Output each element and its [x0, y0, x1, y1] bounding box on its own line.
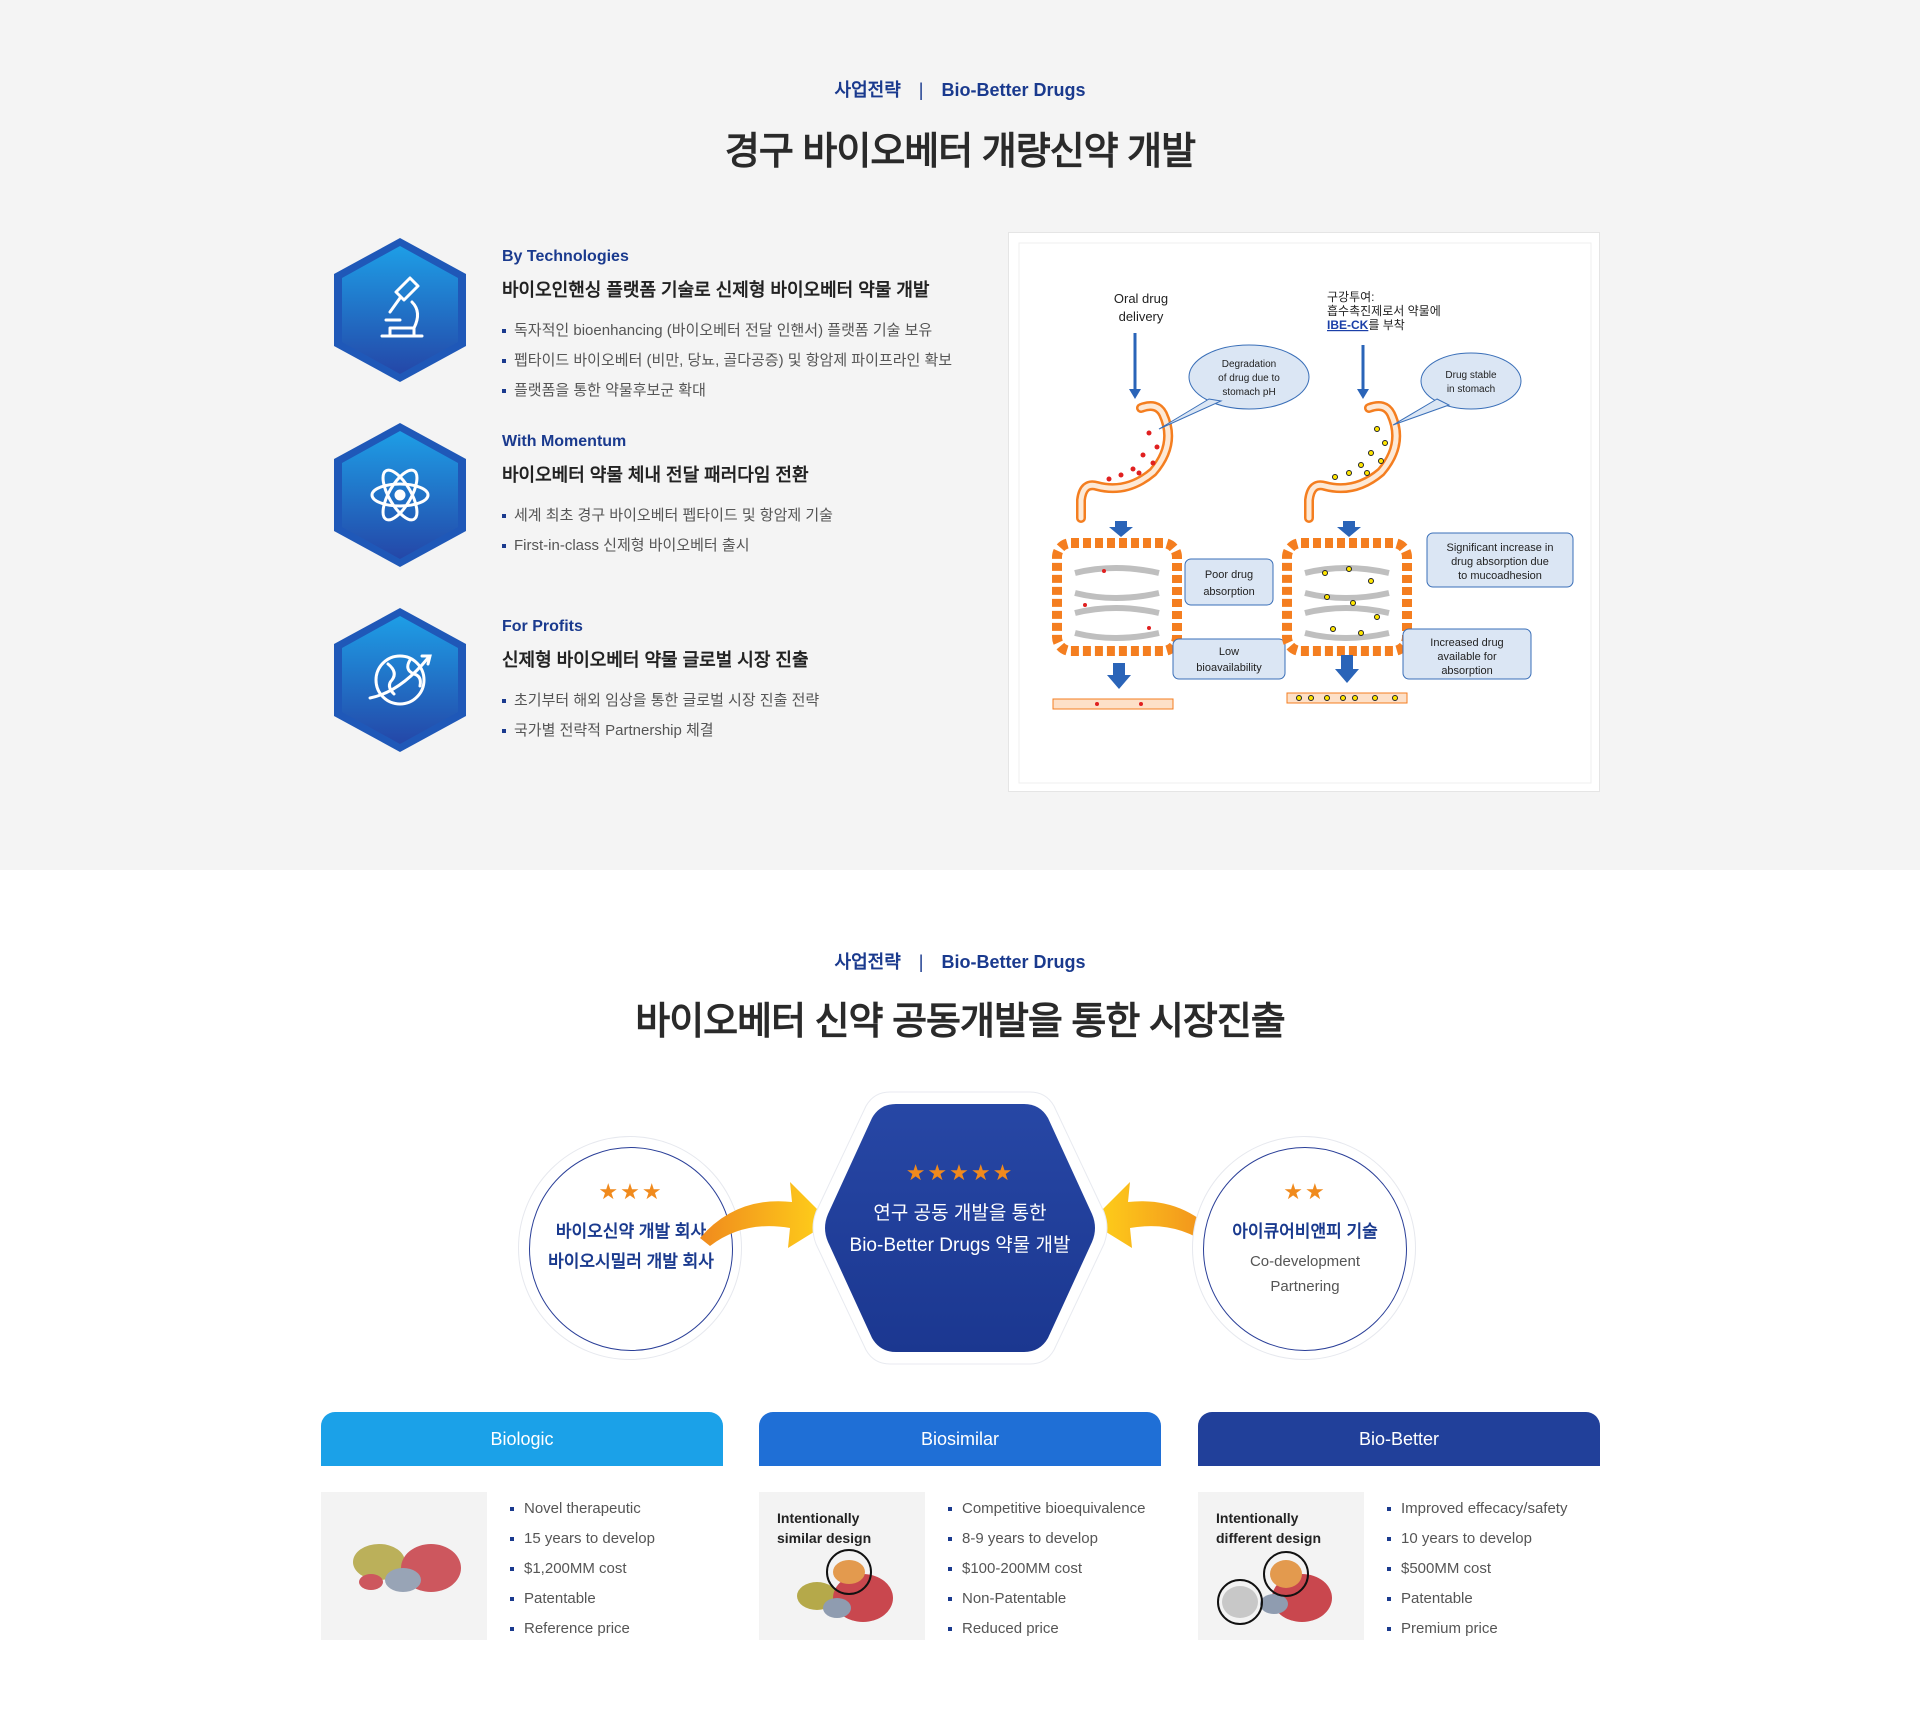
list-item: 8-9 years to develop	[948, 1524, 1145, 1554]
svg-text:Poor drug: Poor drug	[1205, 569, 1253, 581]
list-item: Improved effecacy/safety	[1387, 1494, 1567, 1524]
section-title: 경구 바이오베터 개량신약 개발	[724, 131, 1196, 173]
section-eyebrow: 사업전략|Bio-Better Drugs	[834, 952, 1086, 972]
feature-technologies: By Technologies 바이오인핸싱 플랫폼 기술로 신제형 바이오베터…	[330, 236, 1010, 399]
icure-tech-circle: ★★ 아이큐어비앤피 기술 Co-development Partnering	[1192, 1136, 1416, 1360]
feature-bullet-list: 초기부터 해외 임상을 통한 글로벌 시장 진출 전략 국가별 전략적 Part…	[502, 686, 819, 746]
svg-text:stomach pH: stomach pH	[1222, 387, 1275, 398]
list-item: Patentable	[1387, 1584, 1567, 1614]
bio-company-circle: ★★★ 바이오신약 개발 회사 바이오시밀러 개발 회사	[518, 1136, 742, 1360]
list-item: Non-Patentable	[948, 1584, 1145, 1614]
star-rating: ★★★	[598, 1179, 664, 1204]
list-item: 펩타이드 바이오베터 (비만, 당뇨, 골다공증) 및 항암제 파이프라인 확보	[502, 346, 952, 376]
oral-delivery-label: Oral drug	[1114, 291, 1168, 306]
list-item: 15 years to develop	[510, 1524, 655, 1554]
feature-bullet-list: 세계 최초 경구 바이오베터 펩타이드 및 항암제 기술 First-in-cl…	[502, 501, 833, 561]
codevelopment-hexagon	[812, 1091, 1108, 1365]
svg-text:Drug stable: Drug stable	[1445, 370, 1497, 381]
feature-bullet-list: 독자적인 bioenhancing (바이오베터 전달 인핸서) 플랫폼 기술 …	[502, 316, 952, 406]
arrow-right-icon	[700, 1182, 830, 1248]
svg-text:bioavailability: bioavailability	[1196, 662, 1262, 674]
list-item: 10 years to develop	[1387, 1524, 1567, 1554]
list-item: $100-200MM cost	[948, 1554, 1145, 1584]
svg-text:drug absorption due: drug absorption due	[1451, 556, 1549, 568]
svg-text:Low: Low	[1219, 646, 1239, 658]
protein-structure-image	[321, 1492, 487, 1640]
list-item: Reference price	[510, 1614, 655, 1644]
list-item: $1,200MM cost	[510, 1554, 655, 1584]
list-item: $500MM cost	[1387, 1554, 1567, 1584]
oral-delivery-diagram: Oral drug delivery Degradation of drug d…	[1008, 232, 1600, 792]
svg-text:Increased drug: Increased drug	[1430, 637, 1503, 649]
star-rating: ★★	[1283, 1179, 1327, 1204]
svg-text:IBE-CK를 부착: IBE-CK를 부착	[1327, 318, 1405, 332]
list-item: Premium price	[1387, 1614, 1567, 1644]
svg-text:absorption: absorption	[1441, 665, 1492, 677]
tab-biobetter: Bio-Better	[1198, 1412, 1600, 1466]
arrow-left-icon	[1090, 1182, 1220, 1248]
list-item: 독자적인 bioenhancing (바이오베터 전달 인핸서) 플랫폼 기술 …	[502, 316, 952, 346]
digestive-comparison-illustration: Oral drug delivery Degradation of drug d…	[1018, 242, 1592, 784]
svg-text:absorption: absorption	[1203, 586, 1254, 598]
list-item: Patentable	[510, 1584, 655, 1614]
svg-text:흡수촉진제로서 약물에: 흡수촉진제로서 약물에	[1327, 303, 1441, 318]
list-item: 초기부터 해외 임상을 통한 글로벌 시장 진출 전략	[502, 686, 819, 716]
svg-text:to mucoadhesion: to mucoadhesion	[1458, 570, 1542, 582]
microscope-icon	[334, 238, 466, 382]
biologic-properties-list: Novel therapeutic 15 years to develop $1…	[510, 1494, 655, 1644]
globe-icon	[334, 608, 466, 752]
atom-icon	[334, 423, 466, 567]
svg-text:in stomach: in stomach	[1447, 384, 1495, 395]
biosimilar-properties-list: Competitive bioequivalence 8-9 years to …	[948, 1494, 1145, 1644]
list-item: 플랫폼을 통한 약물후보군 확대	[502, 376, 952, 406]
biobetter-properties-list: Improved effecacy/safety 10 years to dev…	[1387, 1494, 1567, 1644]
feature-momentum: With Momentum 바이오베터 약물 체내 전달 패러다임 전환 세계 …	[330, 421, 1010, 571]
svg-text:구강투여:: 구강투여:	[1327, 290, 1375, 304]
list-item: Reduced price	[948, 1614, 1145, 1644]
tab-biologic: Biologic	[321, 1412, 723, 1466]
list-item: Competitive bioequivalence	[948, 1494, 1145, 1524]
tab-biosimilar: Biosimilar	[759, 1412, 1161, 1466]
list-item: Novel therapeutic	[510, 1494, 655, 1524]
svg-text:delivery: delivery	[1119, 309, 1164, 324]
list-item: First-in-class 신제형 바이오베터 출시	[502, 531, 833, 561]
svg-text:available for: available for	[1437, 651, 1497, 663]
star-rating: ★★★★★	[905, 1160, 1015, 1185]
svg-text:of drug due to: of drug due to	[1218, 373, 1280, 384]
section-oral-biobetter: 사업전략|Bio-Better Drugs 경구 바이오베터 개량신약 개발 B…	[0, 0, 1920, 870]
svg-text:Significant increase in: Significant increase in	[1446, 542, 1553, 554]
section-eyebrow: 사업전략|Bio-Better Drugs	[834, 80, 1086, 100]
section-title: 바이오베터 신약 공동개발을 통한 시장진출	[635, 1001, 1286, 1043]
svg-text:Degradation: Degradation	[1222, 359, 1276, 370]
feature-profits: For Profits 신제형 바이오베터 약물 글로벌 시장 진출 초기부터 …	[330, 606, 1010, 756]
list-item: 세계 최초 경구 바이오베터 펩타이드 및 항암제 기술	[502, 501, 833, 531]
list-item: 국가별 전략적 Partnership 체결	[502, 716, 819, 746]
